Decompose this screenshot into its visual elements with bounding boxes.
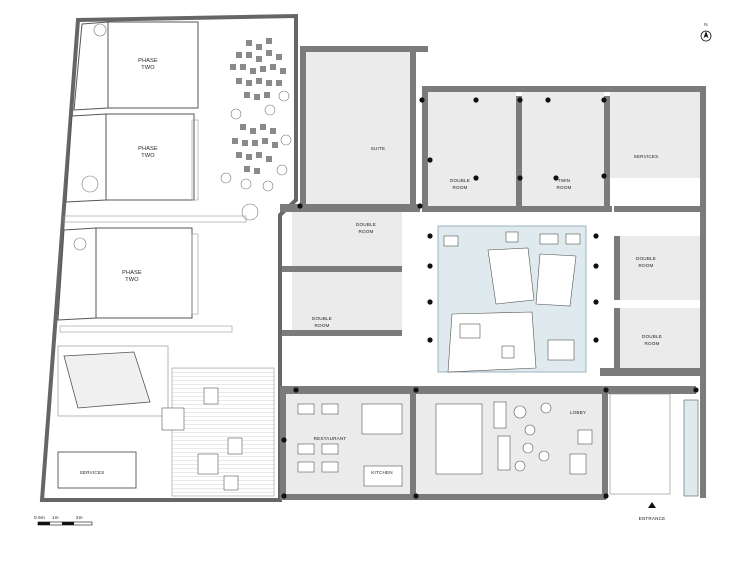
label-lobby: LOBBY <box>570 410 586 415</box>
lobby-furniture <box>435 401 593 475</box>
trees <box>73 23 292 251</box>
label-suite: SUITE <box>371 146 386 151</box>
double-room-a-area <box>428 92 516 206</box>
phase-two-block-1 <box>107 21 199 109</box>
label-kitchen: KITCHEN <box>371 470 393 475</box>
double-room-e-area <box>620 308 700 368</box>
courtyard-furniture <box>443 231 581 373</box>
side-block-3 <box>57 227 97 321</box>
label-entrance: ENTRANCE <box>639 516 666 521</box>
services-right-area <box>610 92 700 178</box>
phase-two-block-3 <box>95 227 193 319</box>
columns <box>281 97 699 499</box>
label-services-right: SERVICES <box>634 154 659 159</box>
scale-bar: 0.5m 1m 2m <box>34 515 93 526</box>
scale-label-0: 0.5m <box>34 515 45 520</box>
entrance-porch <box>609 393 671 495</box>
hedges <box>59 119 247 333</box>
north-label: N <box>704 22 708 27</box>
double-room-d-area <box>620 236 700 300</box>
label-services-left: SERVICES <box>80 470 105 475</box>
phase-two-zone <box>39 13 298 502</box>
entrance-arrow-icon <box>648 502 656 508</box>
entrance-glazing <box>683 399 699 497</box>
side-block-2 <box>65 113 107 203</box>
services-left-room <box>57 451 137 489</box>
terrace-tables <box>161 387 243 491</box>
north-arrow-icon: N <box>700 22 712 42</box>
scale-label-2: 2m <box>76 515 83 520</box>
twin-room-area <box>522 92 604 206</box>
scale-label-1: 1m <box>52 515 59 520</box>
suite-room <box>306 52 410 204</box>
pergola-grid <box>230 38 286 174</box>
garden-platform <box>63 351 151 409</box>
timber-deck <box>171 367 275 497</box>
double-room-b-area <box>292 212 402 266</box>
double-room-c-area <box>292 272 402 330</box>
side-block-1 <box>73 21 109 111</box>
restaurant-furniture <box>297 403 403 487</box>
label-restaurant: RESTAURANT <box>314 436 347 441</box>
